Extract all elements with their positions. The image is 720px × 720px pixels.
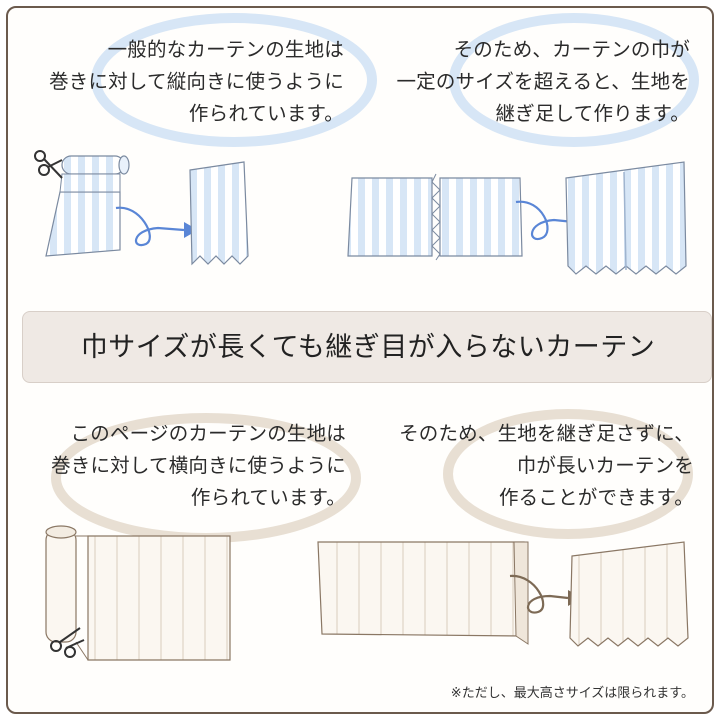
split-fabric-illustration xyxy=(347,173,523,261)
top-left-line-2: 巻きに対して縦向きに使うように xyxy=(49,70,344,93)
bottom-left-line-1: このページのカーテンの生地は xyxy=(70,422,346,445)
wide-curtain-illustration xyxy=(569,541,689,647)
vertical-fabric-roll-illustration xyxy=(34,150,130,257)
vertical-curtain-illustration xyxy=(189,161,249,266)
top-left-text: 一般的なカーテンの生地は 巻きに対して縦向きに使うように 作られています。 xyxy=(38,34,344,130)
scissors-icon xyxy=(50,627,85,658)
top-right-text: そのため、カーテンの巾が 一定のサイズを超えると、生地を 継ぎ足して作ります。 xyxy=(384,34,690,130)
illustration-frame: 一般的なカーテンの生地は 巻きに対して縦向きに使うように 作られています。 その… xyxy=(6,6,714,714)
top-left-bubble xyxy=(91,13,377,147)
arrow-right-icon xyxy=(115,206,198,247)
bottom-left-text: このページのカーテンの生地は 巻きに対して横向きに使うように 作られています。 xyxy=(22,418,346,514)
bottom-left-line-2: 巻きに対して横向きに使うように xyxy=(51,454,346,477)
headline-banner: 巾サイズが長くても継ぎ目が入らないカーテン xyxy=(22,311,712,383)
top-right-bubble xyxy=(449,13,699,147)
top-left-line-1: 一般的なカーテンの生地は xyxy=(107,38,344,61)
bottom-right-text: そのため、生地を継ぎ足さずに、 巾が長いカーテンを 作ることができます。 xyxy=(374,418,694,514)
bottom-left-line-3: 作られています。 xyxy=(190,486,346,509)
bottom-right-line-1: そのため、生地を継ぎ足さずに、 xyxy=(399,422,694,445)
top-left-line-3: 作られています。 xyxy=(188,102,344,125)
scissors-icon xyxy=(34,150,63,179)
horizontal-fabric-roll-illustration xyxy=(45,525,231,661)
top-right-line-2: 一定のサイズを超えると、生地を xyxy=(396,70,690,93)
headline-title: 巾サイズが長くても継ぎ目が入らないカーテン xyxy=(80,332,656,363)
long-fabric-illustration xyxy=(317,541,529,645)
top-right-line-1: そのため、カーテンの巾が xyxy=(453,38,690,61)
top-right-line-3: 継ぎ足して作ります。 xyxy=(495,102,690,125)
seamed-curtain-illustration xyxy=(565,161,687,275)
footnote: ※ただし、最大高さサイズは限られます。 xyxy=(450,686,694,701)
illustration-canvas xyxy=(34,13,699,661)
bottom-right-line-3: 作ることができます。 xyxy=(498,486,694,509)
bottom-right-bubble xyxy=(443,409,693,539)
bottom-right-line-2: 巾が長いカーテンを xyxy=(516,454,694,477)
